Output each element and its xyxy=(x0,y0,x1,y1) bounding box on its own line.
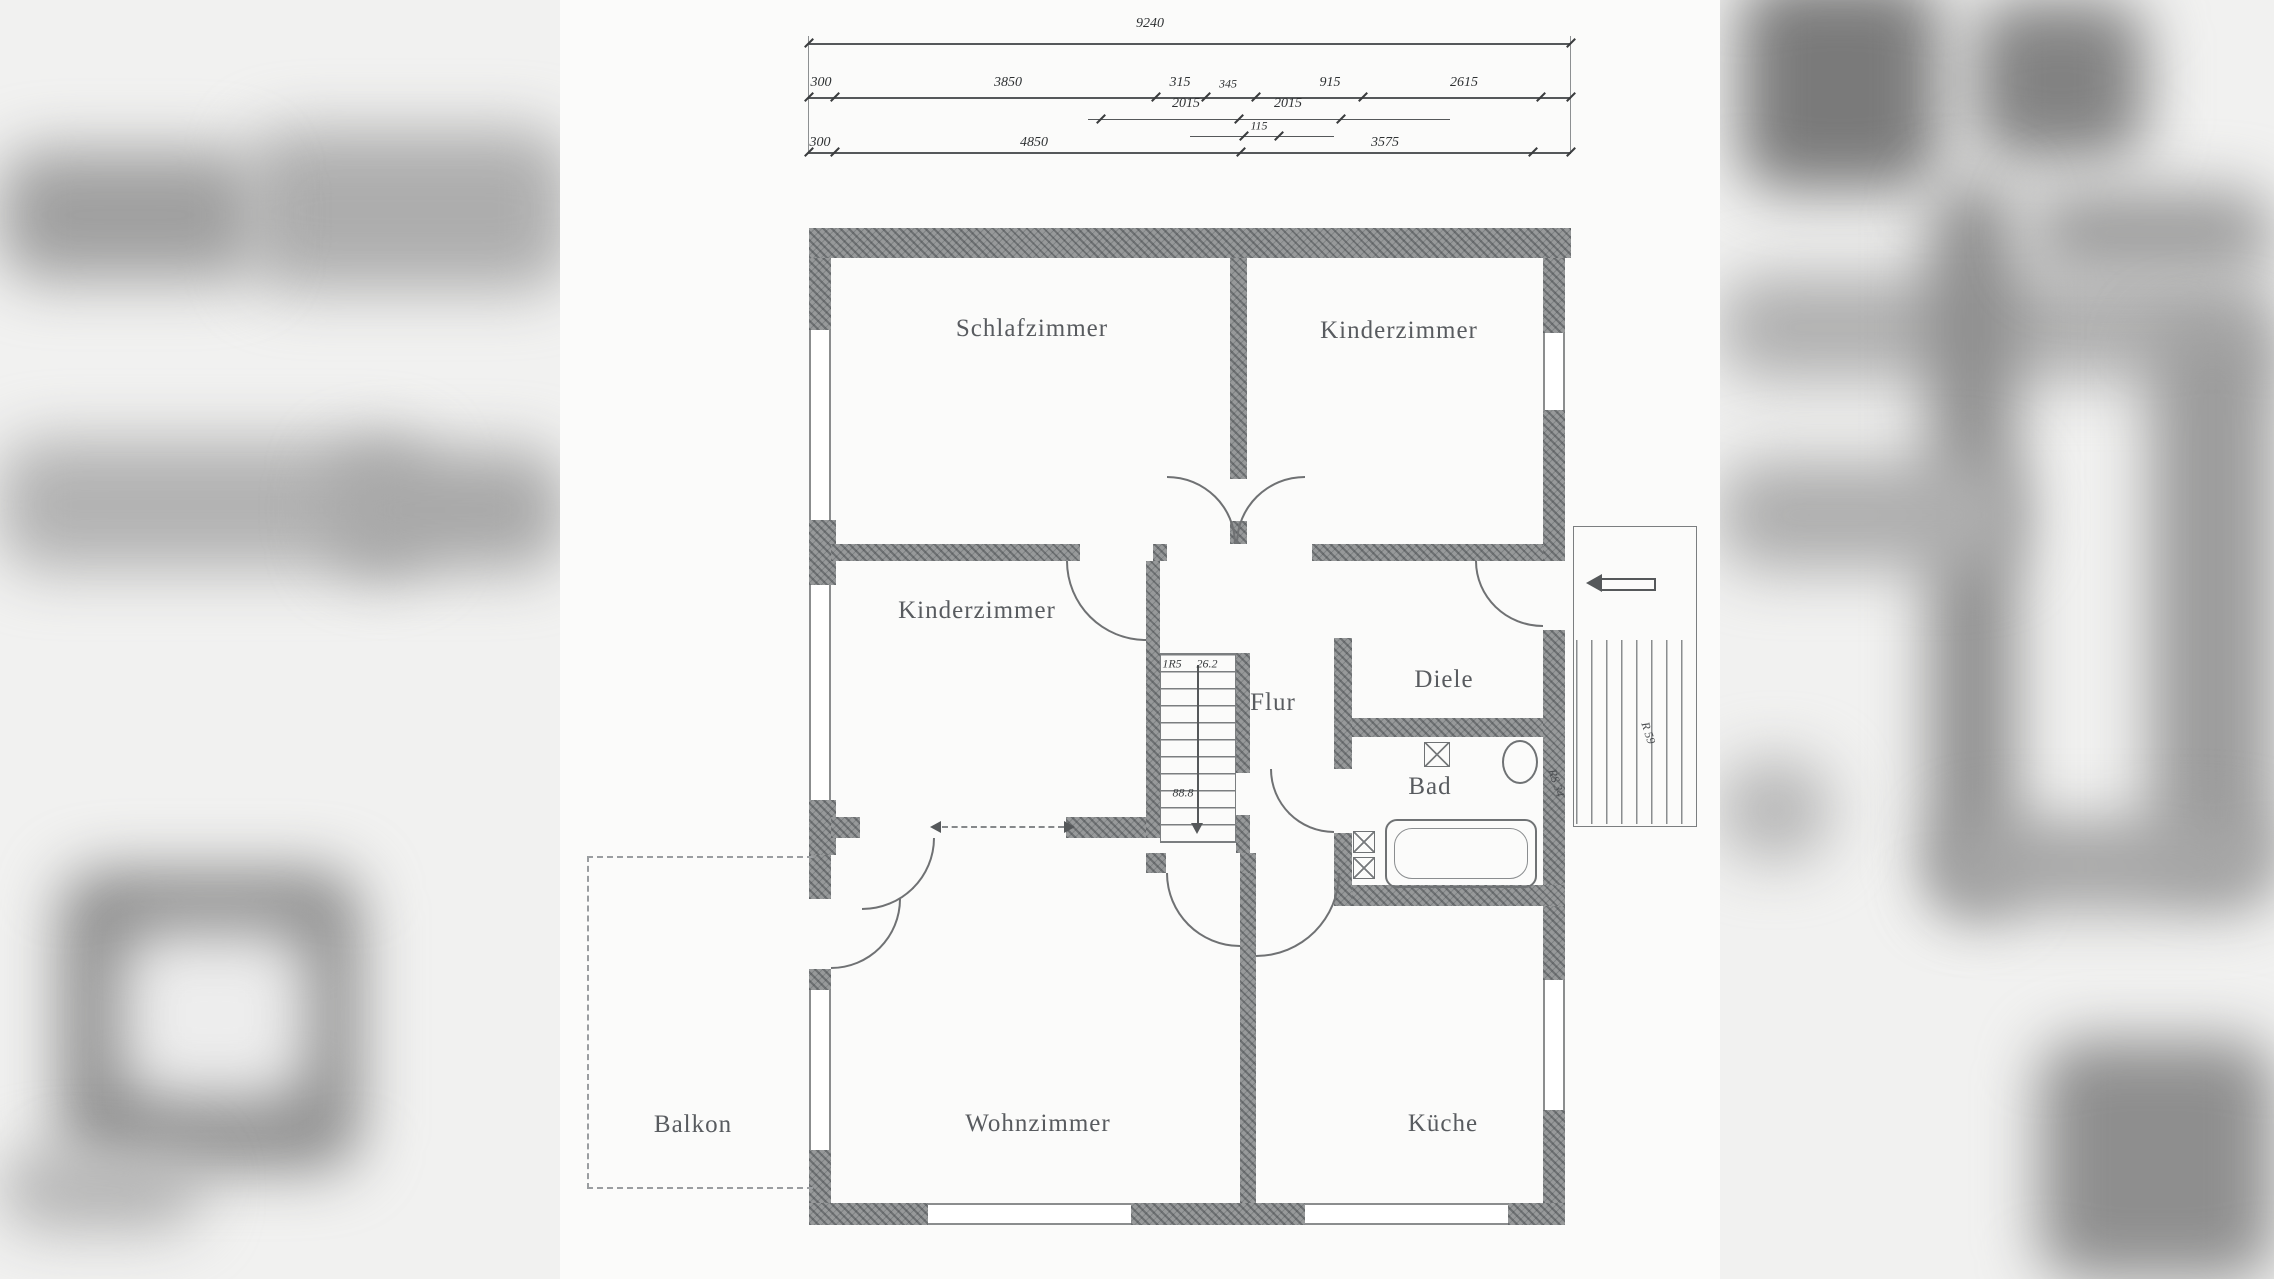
wall-flur-bottom-pier xyxy=(1240,853,1256,873)
room-label-wohnzimmer: Wohnzimmer xyxy=(965,1110,1111,1137)
window-right-kinderzimmer xyxy=(1543,333,1565,410)
wall-kinderzimmer-bottom xyxy=(1066,817,1146,838)
wall-right xyxy=(1543,630,1565,980)
room-label-schlafzimmer: Schlafzimmer xyxy=(955,315,1109,342)
blur-blob xyxy=(120,930,310,1100)
entrance-arrow-line xyxy=(1602,589,1656,591)
wall-stair-right xyxy=(1236,653,1250,773)
passage-dashed-line xyxy=(942,826,1064,828)
wall-interior-h1-pier xyxy=(1153,544,1167,561)
dim-label: 300 xyxy=(809,135,831,150)
wall-left xyxy=(809,855,831,899)
dim-label: 2015 xyxy=(1172,96,1200,111)
wall-diele-bad xyxy=(1352,718,1543,737)
window-bottom-wohnzimmer xyxy=(928,1203,1131,1225)
room-label-flur: Flur xyxy=(1250,689,1296,716)
passage-arrow-right xyxy=(1064,821,1075,833)
dim-label: 315 xyxy=(1169,75,1191,90)
exterior-staircase xyxy=(1573,526,1697,827)
wall-left xyxy=(809,969,831,990)
wall-top xyxy=(809,228,1571,258)
wall-bottom xyxy=(1131,1203,1305,1225)
dimension-line xyxy=(808,97,1571,99)
wall-bottom xyxy=(1508,1203,1565,1225)
wall-right xyxy=(1543,410,1565,561)
bathtub-inner xyxy=(1394,828,1528,879)
dim-label: 3575 xyxy=(1371,135,1399,150)
wall-left xyxy=(809,258,831,330)
wall-bottom xyxy=(809,1203,928,1225)
entrance-arrow-tail xyxy=(1654,578,1656,591)
toilet-fixture xyxy=(1424,742,1450,767)
entrance-arrow-head xyxy=(1586,574,1602,592)
room-label-kinderzimmer-mid: Kinderzimmer xyxy=(898,597,1056,624)
blur-blob xyxy=(250,130,570,290)
stair-direction-line xyxy=(1197,665,1199,823)
window-right-kueche xyxy=(1543,980,1565,1110)
room-label-kinderzimmer-top: Kinderzimmer xyxy=(1320,317,1478,344)
wall-kueche-top xyxy=(1352,885,1565,906)
window-bottom-kueche xyxy=(1305,1203,1508,1225)
stair-number: 26.2 xyxy=(1196,656,1218,671)
blur-blob xyxy=(1975,0,2145,160)
stair-direction-arrow xyxy=(1191,823,1203,834)
wall-left xyxy=(809,1150,831,1203)
dimension-line xyxy=(808,43,1571,45)
dim-label: 2015 xyxy=(1274,96,1302,111)
blur-blob xyxy=(1720,460,2020,570)
window-left-schlafzimmer xyxy=(809,330,831,520)
wall-kinderzimmer-bottom xyxy=(831,817,860,838)
passage-arrow-left xyxy=(930,821,941,833)
wall-flur-bottom-pier xyxy=(1146,853,1166,873)
dim-label: 3850 xyxy=(994,75,1022,90)
shaft-box xyxy=(1353,831,1375,853)
blur-blob xyxy=(1740,0,1940,190)
room-label-balkon: Balkon xyxy=(653,1111,733,1138)
wall-wohnzimmer-kueche xyxy=(1240,873,1256,1203)
wall-stair-left xyxy=(1146,561,1160,838)
wall-right xyxy=(1543,1110,1565,1203)
wall-divider-top-rooms xyxy=(1230,258,1247,479)
wall-interior-h1 xyxy=(1312,544,1543,561)
dim-label: 345 xyxy=(1219,76,1237,91)
dimension-line xyxy=(1190,136,1334,138)
blur-blob xyxy=(1720,760,1830,860)
dim-label: 915 xyxy=(1319,75,1341,90)
room-label-kueche: Küche xyxy=(1407,1110,1479,1137)
blur-blob xyxy=(0,1150,200,1230)
dimension-line xyxy=(808,152,1571,154)
blur-blob xyxy=(2040,1040,2274,1279)
dim-label: 300 xyxy=(810,75,832,90)
stair-number: 1R5 xyxy=(1162,656,1182,671)
wall-right xyxy=(1543,258,1565,333)
wall-flur-diele xyxy=(1334,638,1352,769)
blur-blob xyxy=(2030,190,2274,275)
stair-number: 88.8 xyxy=(1172,785,1194,800)
entrance-arrow-line xyxy=(1602,578,1656,580)
dimension-line xyxy=(1088,119,1450,121)
shaft-box xyxy=(1353,857,1375,879)
dim-label: 115 xyxy=(1250,118,1268,133)
blur-blob xyxy=(330,450,565,570)
room-label-bad: Bad xyxy=(1408,773,1452,800)
room-label-diele: Diele xyxy=(1414,666,1474,693)
balkon-outline xyxy=(587,856,813,1189)
wall-stair-right xyxy=(1236,815,1250,853)
sink xyxy=(1502,740,1538,784)
dim-label: 2615 xyxy=(1450,75,1478,90)
window-left-wohnzimmer xyxy=(809,990,831,1150)
blur-blob xyxy=(0,150,260,280)
exterior-stair-treads xyxy=(1576,640,1694,824)
wall-interior-h1 xyxy=(831,544,1080,561)
blur-blob xyxy=(1940,820,2274,910)
dim-label: 4850 xyxy=(1020,135,1048,150)
dim-total: 9240 xyxy=(1136,16,1164,31)
bathtub xyxy=(1385,819,1537,888)
window-left-kinderzimmer xyxy=(809,585,831,800)
blur-blob xyxy=(2150,320,2274,880)
